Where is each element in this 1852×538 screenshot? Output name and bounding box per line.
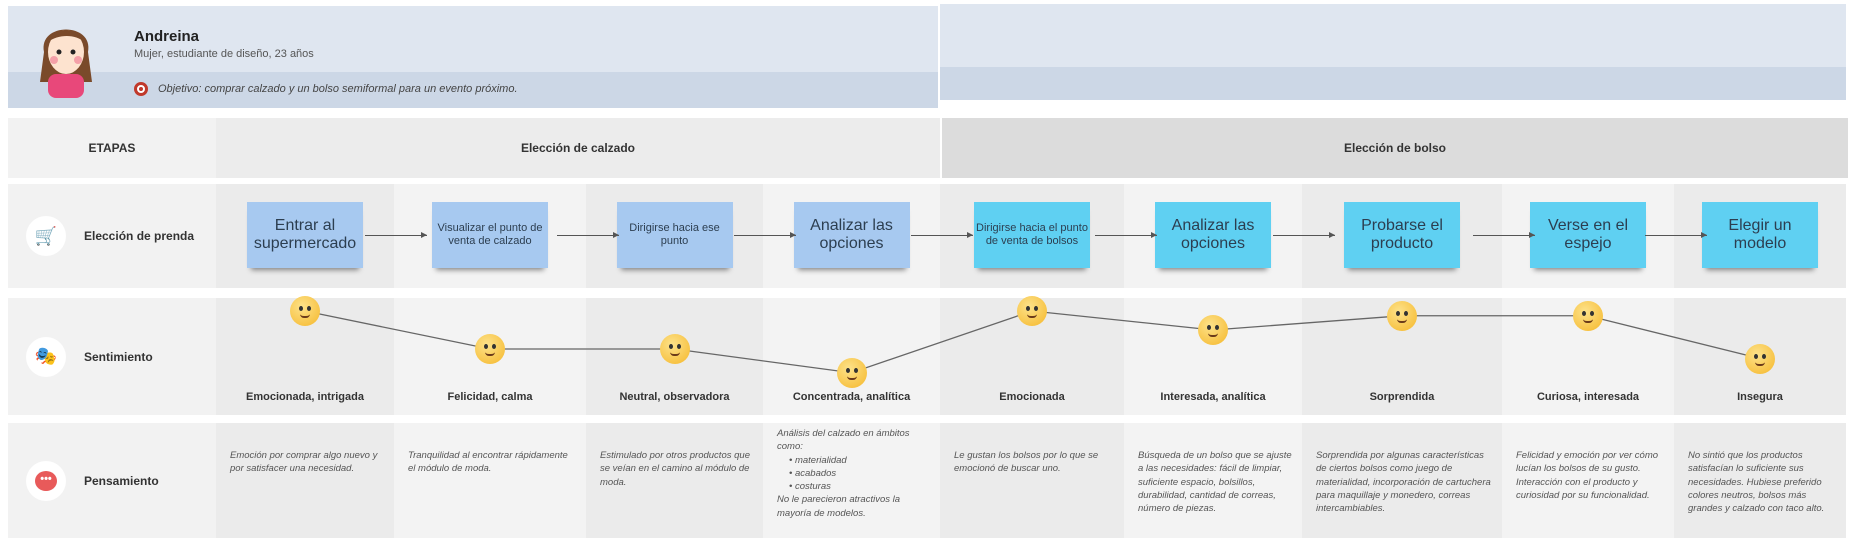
- feeling-cell: Interesada, analítica: [1124, 298, 1302, 415]
- thought-text: Estimulado por otros productos que se ve…: [600, 450, 750, 488]
- step-sticky[interactable]: Analizar las opciones: [1155, 202, 1271, 268]
- shopping-cart-icon: 🛒: [26, 216, 66, 256]
- thought-text: Búsqueda de un bolso que se ajuste a las…: [1138, 450, 1292, 515]
- feeling-text: Emocionada: [999, 391, 1065, 403]
- step-sticky[interactable]: Visualizar el punto de venta de calzado: [432, 202, 548, 268]
- thought-cell: No sintió que los productos satisfacían …: [1674, 423, 1846, 538]
- feeling-cell: Emocionada, intrigada: [216, 296, 394, 415]
- arrow-connector: [1473, 232, 1535, 238]
- feeling-text: Concentrada, analítica: [792, 391, 911, 403]
- step-sticky[interactable]: Dirigirse hacia el punto de venta de bol…: [974, 202, 1090, 268]
- emoji-face-icon: [1573, 300, 1603, 331]
- sentiment-curve: [304, 310, 1761, 374]
- feeling-label-text: Sentimiento: [84, 349, 153, 364]
- thought-item: acabados: [789, 467, 930, 480]
- arrow-connector: [734, 232, 796, 238]
- emoji-face-icon: [1745, 343, 1775, 374]
- thought-cell: Estimulado por otros productos que se ve…: [586, 423, 763, 538]
- thought-row: ••• Pensamiento Emoción por comprar algo …: [8, 423, 1846, 538]
- stage-bag: Elección de bolso: [942, 118, 1848, 178]
- goal-strip: [8, 72, 938, 108]
- step-cell: Dirigirse hacia ese punto: [586, 184, 796, 288]
- step-sticky[interactable]: Dirigirse hacia ese punto: [616, 202, 733, 268]
- feeling-text: Curiosa, interesada: [1536, 391, 1640, 403]
- garment-label: 🛒 Elección de prenda: [8, 184, 216, 288]
- step-cell: Probarse el producto: [1302, 184, 1535, 288]
- arrow-connector: [1273, 232, 1335, 238]
- feeling-text: Felicidad, calma: [447, 391, 533, 403]
- garment-label-text: Elección de prenda: [84, 229, 195, 243]
- feeling-text: Insegura: [1737, 391, 1783, 403]
- emoji-face-icon: [659, 334, 690, 364]
- garment-row: 🛒 Elección de prenda Entrar al supermerca…: [8, 184, 1846, 288]
- persona-header-extension: [940, 4, 1846, 100]
- step-cell: Verse en el espejo: [1502, 184, 1707, 288]
- target-icon: [134, 82, 148, 96]
- feeling-row: 🎭 Sentimiento Emocionada, intrigada Felici…: [8, 296, 1846, 415]
- persona-header: Andreina Mujer, estudiante de diseño, 23…: [8, 6, 938, 108]
- thought-item: costuras: [789, 480, 930, 493]
- thought-item: materialidad: [789, 454, 930, 467]
- feeling-cell: Concentrada, analítica: [763, 298, 940, 415]
- arrow-connector: [365, 232, 427, 238]
- thought-cell: Felicidad y emoción por ver cómo lucían …: [1502, 423, 1674, 538]
- step-cell: Analizar las opciones: [763, 184, 973, 288]
- thought-label: ••• Pensamiento: [8, 423, 216, 538]
- feeling-text: Interesada, analítica: [1160, 391, 1266, 403]
- emoji-face-icon: [1017, 296, 1047, 326]
- step-sticky[interactable]: Probarse el producto: [1344, 202, 1460, 268]
- step-sticky[interactable]: Verse en el espejo: [1530, 202, 1646, 268]
- thought-intro: Análisis del calzado en ámbitos como:: [777, 428, 910, 453]
- thought-text: Tranquilidad al encontrar rápidamente el…: [408, 450, 568, 475]
- arrow-connector: [1095, 232, 1157, 238]
- thought-conclusion: No le parecieron atractivos la mayoría d…: [777, 494, 901, 519]
- step-sticky[interactable]: Analizar las opciones: [793, 202, 910, 268]
- thought-cell: Búsqueda de un bolso que se ajuste a las…: [1124, 423, 1302, 538]
- thought-cell: Le gustan los bolsos por lo que se emoci…: [940, 423, 1124, 538]
- goal-strip-extension: [940, 67, 1846, 100]
- feeling-text: Neutral, observadora: [619, 391, 730, 403]
- thought-text: Análisis del calzado en ámbitos como:mat…: [777, 427, 930, 520]
- emoji-face-icon: [475, 334, 505, 364]
- stages-row: ETAPAS Elección de calzado Elección de b…: [8, 118, 1848, 178]
- feeling-cell: Sorprendida: [1302, 298, 1502, 415]
- feeling-text: Sorprendida: [1369, 391, 1435, 403]
- thought-cell: Sorprendida por algunas características …: [1302, 423, 1502, 538]
- emoji-face-icon: [1387, 300, 1417, 331]
- step-cell: Dirigirse hacia el punto de venta de bol…: [940, 184, 1157, 288]
- thought-text: Le gustan los bolsos por lo que se emoci…: [954, 450, 1099, 475]
- thought-cell: Emoción por comprar algo nuevo y por sat…: [216, 423, 394, 538]
- persona-avatar: [40, 29, 92, 98]
- stage-shoes: Elección de calzado: [216, 118, 940, 178]
- step-cell: Entrar al supermercado: [216, 184, 427, 288]
- persona-description: Mujer, estudiante de diseño, 23 años: [134, 48, 314, 60]
- stages-label: ETAPAS: [8, 118, 216, 178]
- feeling-cell: Felicidad, calma: [394, 298, 586, 415]
- persona-name: Andreina: [134, 28, 200, 45]
- feeling-cell: Curiosa, interesada: [1502, 298, 1674, 415]
- feeling-cell: Insegura: [1674, 298, 1846, 415]
- arrow-connector: [1645, 232, 1707, 238]
- thought-text: Sorprendida por algunas características …: [1316, 450, 1491, 515]
- thought-label-text: Pensamiento: [84, 473, 159, 488]
- persona-goal: Objetivo: comprar calzado y un bolso sem…: [134, 82, 518, 96]
- arrow-connector: [557, 232, 619, 238]
- speech-bubble-icon: •••: [26, 460, 66, 501]
- thought-cell: Tranquilidad al encontrar rápidamente el…: [394, 423, 586, 538]
- emoji-face-icon: [836, 357, 867, 388]
- feeling-label: 🎭 Sentimiento: [8, 298, 216, 415]
- step-sticky[interactable]: Entrar al supermercado: [247, 202, 363, 268]
- theater-masks-icon: 🎭: [26, 336, 66, 377]
- feeling-text: Emocionada, intrigada: [246, 391, 364, 403]
- thought-text: Felicidad y emoción por ver cómo lucían …: [1516, 450, 1659, 501]
- arrow-connector: [911, 232, 973, 238]
- step-sticky[interactable]: Elegir un modelo: [1702, 202, 1818, 268]
- step-cell: Elegir un modelo: [1674, 184, 1846, 288]
- thought-text: Emoción por comprar algo nuevo y por sat…: [230, 450, 378, 475]
- thought-cell: Análisis del calzado en ámbitos como:mat…: [763, 423, 940, 538]
- thought-text: No sintió que los productos satisfacían …: [1688, 450, 1825, 515]
- emoji-face-icon: [1198, 315, 1228, 345]
- emoji-face-icon: [290, 296, 320, 326]
- goal-text: Objetivo: comprar calzado y un bolso sem…: [158, 83, 518, 95]
